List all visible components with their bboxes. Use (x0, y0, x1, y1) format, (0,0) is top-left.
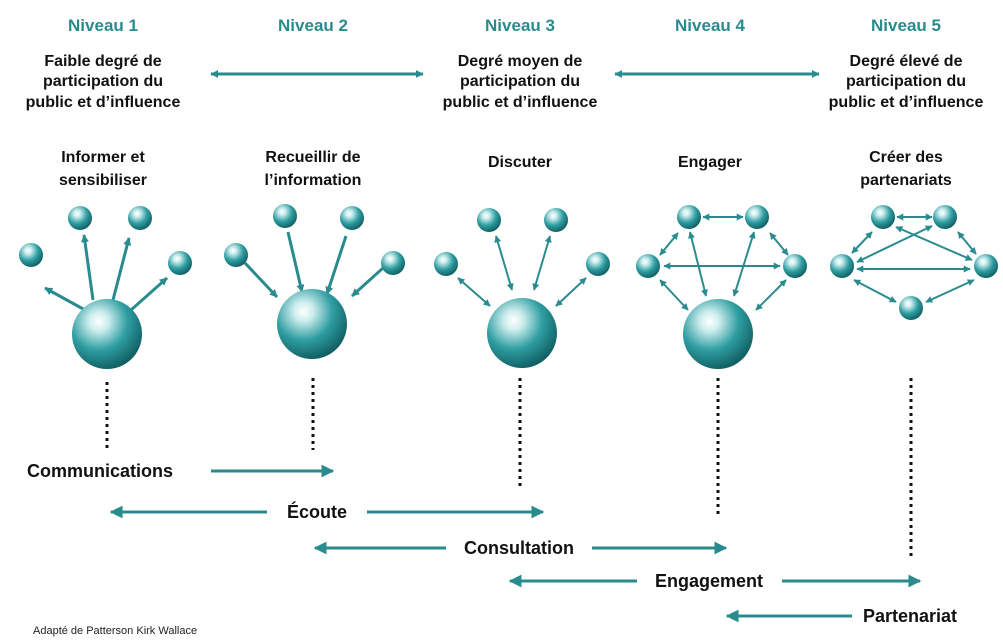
degree-high-line-2: participation du (846, 73, 966, 90)
small-sphere (745, 205, 769, 229)
degree-low-line-2: participation du (43, 73, 163, 90)
small-sphere (477, 208, 501, 232)
two-way-arrow (659, 232, 679, 256)
small-sphere (899, 296, 923, 320)
degree-medium-line-1: Degré moyen de (458, 53, 583, 70)
degree-low-line-1: Faible degré de (44, 53, 161, 70)
activity-5-line-1: Créer des (869, 149, 943, 166)
band-consultation-label: Consultation (464, 538, 574, 558)
small-sphere (381, 251, 405, 275)
band-partenariat-label: Partenariat (863, 606, 957, 626)
large-sphere (487, 298, 557, 368)
small-sphere (830, 254, 854, 278)
two-way-arrow (532, 235, 552, 291)
degree-low-line-3: public et d’influence (26, 94, 181, 111)
activity-5-line-2: partenariats (860, 172, 952, 189)
arrow (44, 286, 86, 312)
dotted-lines (105, 378, 913, 557)
large-sphere (683, 299, 753, 369)
band-communications-label: Communications (27, 461, 173, 481)
two-way-arrow (659, 279, 689, 311)
degree-medium-line-3: public et d’influence (443, 94, 598, 111)
activity-3: Discuter (488, 154, 552, 171)
activity-1-line-2: sensibiliser (59, 172, 147, 189)
level-1-heading: Niveau 1 (68, 16, 138, 35)
small-sphere (68, 206, 92, 230)
small-sphere (783, 254, 807, 278)
two-way-arrow (555, 277, 587, 307)
level-5-diagram (830, 205, 998, 320)
band-ecoute: Écoute (109, 501, 545, 522)
two-way-arrow (925, 279, 975, 303)
small-sphere (677, 205, 701, 229)
level-4-diagram (636, 205, 807, 369)
level-headings: Niveau 1 Niveau 2 Niveau 3 Niveau 4 Nive… (68, 16, 941, 35)
level-5-heading: Niveau 5 (871, 16, 941, 35)
large-sphere (72, 299, 142, 369)
level-3-diagram (434, 208, 610, 368)
band-ecoute-label: Écoute (287, 501, 347, 522)
small-sphere (544, 208, 568, 232)
two-way-arrow (853, 279, 897, 303)
two-way-arrow (457, 277, 491, 307)
arrow (130, 276, 168, 312)
level-3-heading: Niveau 3 (485, 16, 555, 35)
band-consultation: Consultation (313, 538, 728, 558)
level-2-diagram (224, 204, 405, 359)
level-4-heading: Niveau 4 (675, 16, 745, 35)
degree-low: Faible degré de participation du public … (26, 53, 181, 111)
small-sphere (340, 206, 364, 230)
degree-high-line-3: public et d’influence (829, 94, 984, 111)
activity-4: Engager (678, 154, 742, 171)
degree-medium: Degré moyen de participation du public e… (443, 53, 598, 111)
degree-high-line-1: Degré élevé de (850, 53, 963, 70)
activity-1-line-1: Informer et (61, 149, 145, 166)
small-sphere (933, 205, 957, 229)
small-sphere (586, 252, 610, 276)
activity-2-line-2: l’information (265, 172, 362, 189)
source-credit: Adapté de Patterson Kirk Wallace (33, 625, 197, 637)
two-way-arrow (957, 231, 977, 255)
level-2-heading: Niveau 2 (278, 16, 348, 35)
small-sphere (19, 243, 43, 267)
small-sphere (168, 251, 192, 275)
two-way-arrow (895, 226, 973, 261)
small-sphere (434, 252, 458, 276)
activity-labels: Informer et sensibiliser Recueillir de l… (59, 149, 952, 189)
degree-medium-line-2: participation du (460, 73, 580, 90)
arrow (350, 266, 385, 298)
activity-2-line-1: Recueillir de (265, 149, 360, 166)
band-engagement-label: Engagement (655, 571, 763, 591)
level-1-diagram (19, 206, 192, 369)
band-communications: Communications (27, 461, 335, 481)
two-way-arrow (688, 231, 708, 297)
band-engagement: Engagement (508, 571, 922, 591)
arrow (243, 261, 279, 299)
two-way-arrow (494, 235, 514, 291)
small-sphere (128, 206, 152, 230)
degree-high: Degré élevé de participation du public e… (829, 53, 984, 111)
small-sphere (636, 254, 660, 278)
two-way-arrow (732, 231, 756, 297)
small-sphere (974, 254, 998, 278)
arrow (325, 235, 348, 295)
two-way-arrow (769, 232, 789, 256)
small-sphere (871, 205, 895, 229)
band-partenariat: Partenariat (725, 606, 957, 626)
two-way-arrow (851, 231, 873, 254)
small-sphere (273, 204, 297, 228)
large-sphere (277, 289, 347, 359)
arrow (111, 237, 132, 301)
arrow (286, 231, 305, 293)
small-sphere (224, 243, 248, 267)
arrow (81, 234, 95, 301)
two-way-arrow (856, 225, 933, 263)
two-way-arrow (755, 279, 787, 311)
